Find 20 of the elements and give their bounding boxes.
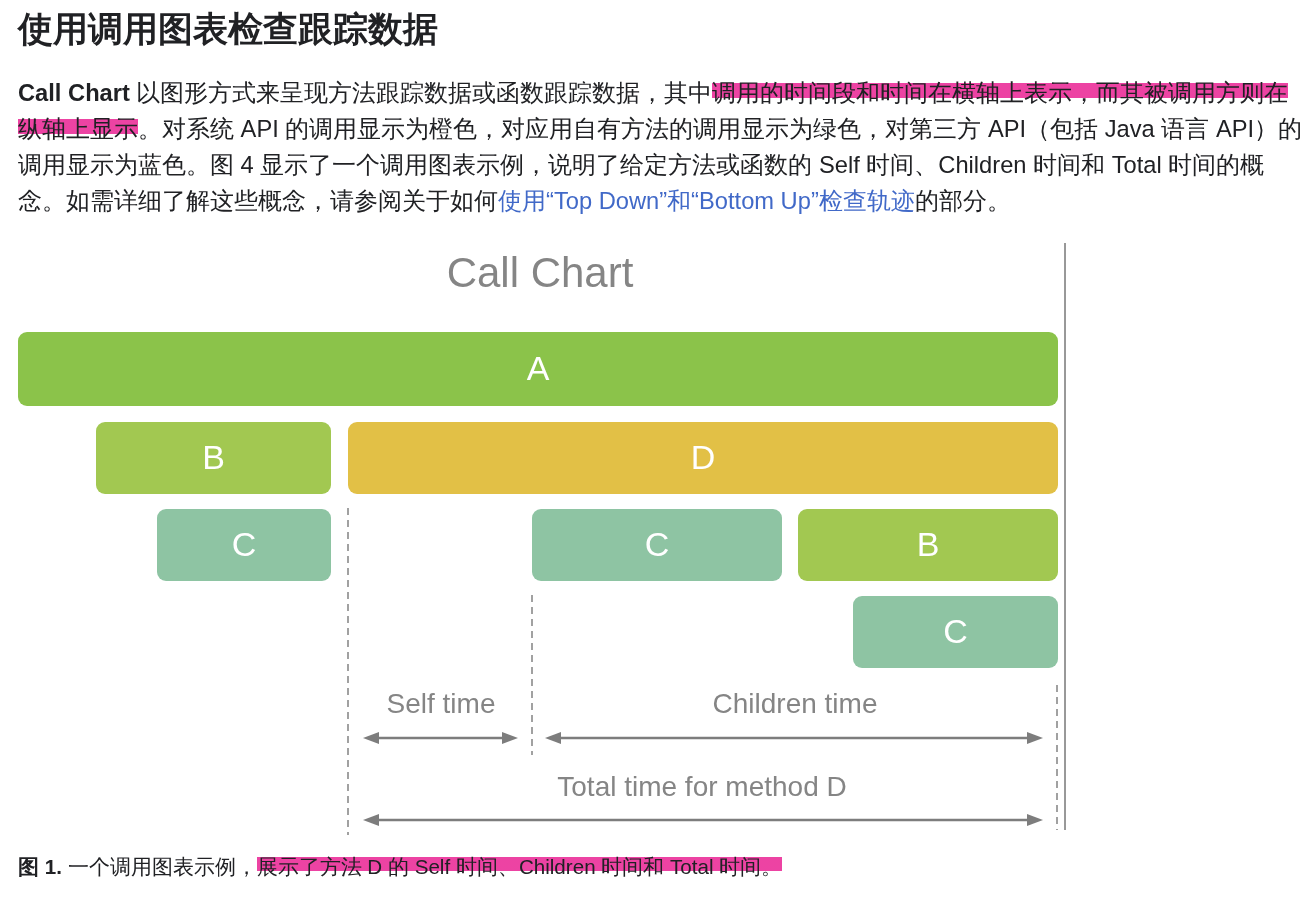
method-bar [798, 509, 1058, 581]
dimension-label: Self time [386, 687, 496, 721]
method-name: D [690, 439, 716, 477]
method-name: B [202, 439, 225, 477]
dimension-label: Total time for method D [557, 770, 847, 804]
method-bar [157, 509, 331, 581]
method-name: C [644, 526, 670, 564]
method-name: A [526, 350, 550, 388]
method-name: C [231, 526, 257, 564]
method-name: B [916, 526, 940, 564]
dimension-label: Children time [712, 687, 878, 721]
method-bar [96, 422, 331, 494]
method-bar [348, 422, 1058, 494]
chart-title: Call Chart [446, 247, 634, 298]
method-bar [853, 596, 1058, 668]
method-bar [532, 509, 782, 581]
page-heading: 使用调用图表检查跟踪数据 [18, 8, 438, 50]
method-name: C [943, 613, 968, 651]
method-bar [18, 332, 1058, 406]
doc-link: 使用“Top Down”和“Bottom Up”检查轨迹 [498, 188, 915, 214]
